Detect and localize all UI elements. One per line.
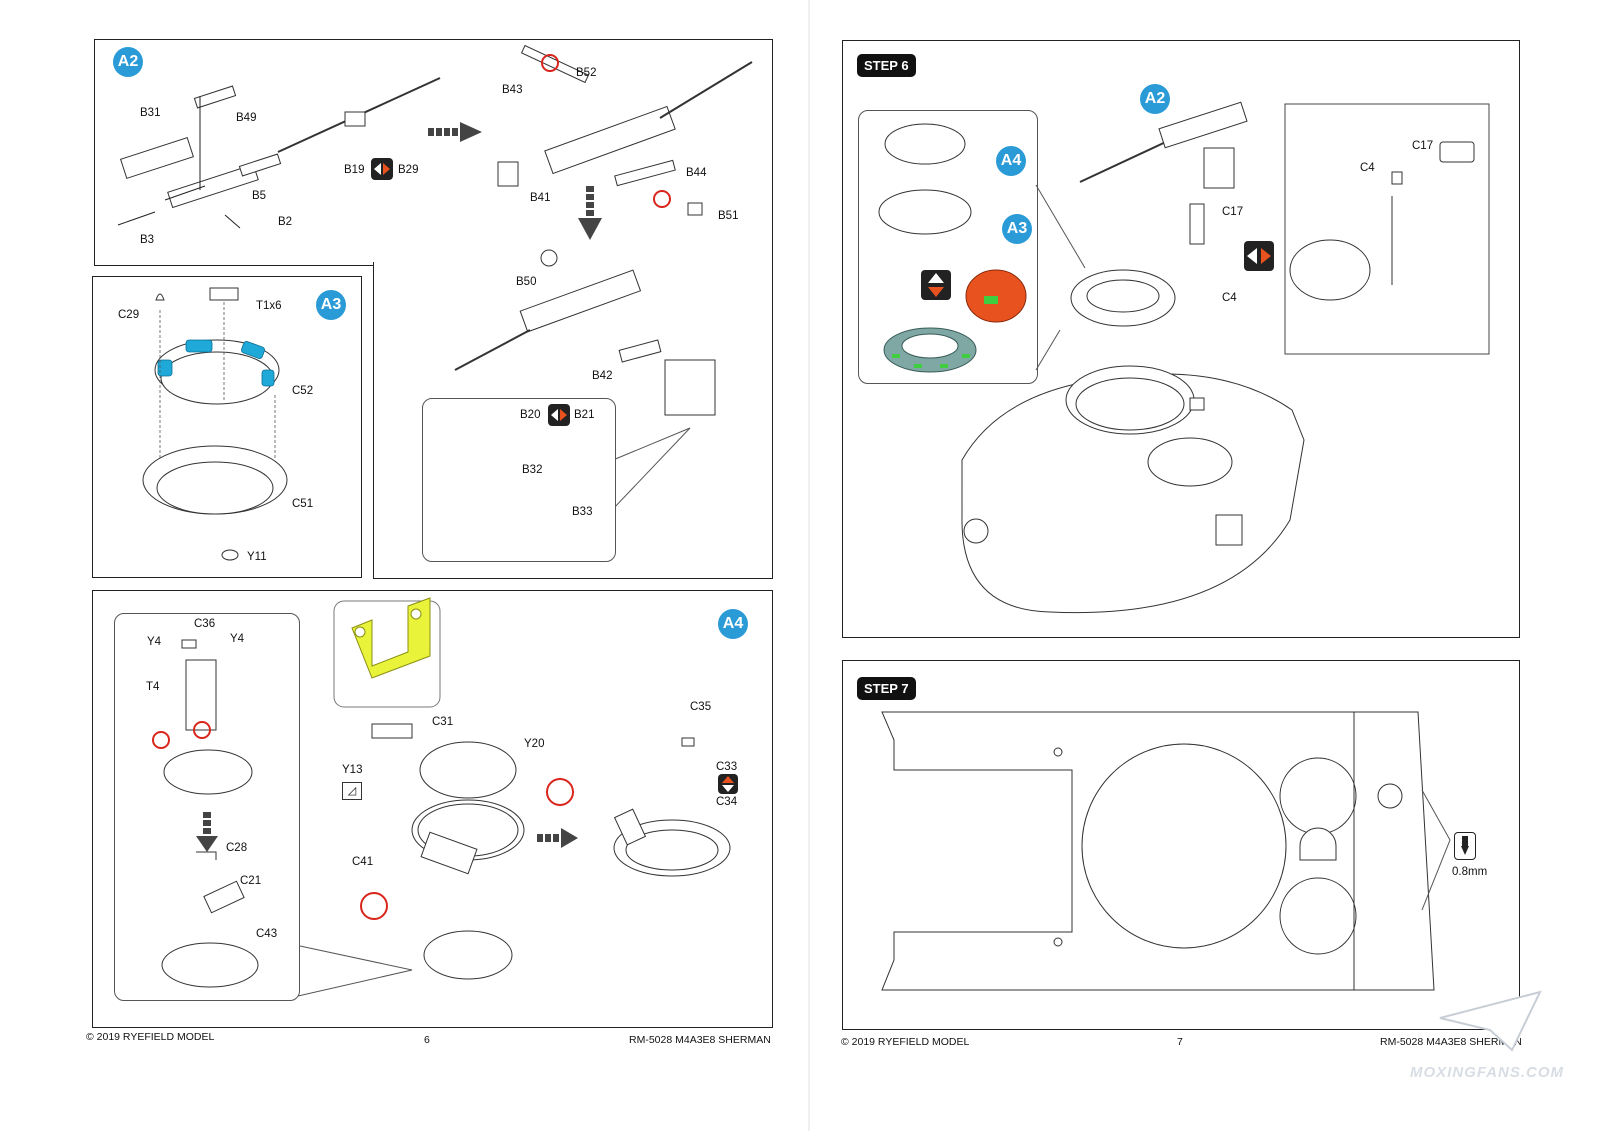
label-b29: B29 <box>398 164 419 176</box>
label-b51: B51 <box>718 210 739 222</box>
swap-arrows-icon <box>371 158 393 180</box>
drill-size: 0.8mm <box>1452 866 1488 878</box>
flip-up-down-icon <box>921 270 951 300</box>
label-c41: C41 <box>352 856 374 868</box>
panel-a3 <box>92 276 362 578</box>
swap-arrows-icon <box>1244 241 1274 271</box>
label-t4: T4 <box>146 681 160 693</box>
badge-a4-step6: A4 <box>996 146 1026 176</box>
label-c43: C43 <box>256 928 278 940</box>
badge-a2-step6: A2 <box>1140 84 1170 114</box>
footer-copyright-7: © 2019 RYEFIELD MODEL <box>841 1036 970 1048</box>
cut-flush-icon: ◿ <box>342 782 362 800</box>
footer-page-6: 6 <box>424 1034 430 1046</box>
label-c17-inset: C17 <box>1412 140 1434 152</box>
footer-product-7: RM-5028 M4A3E8 SHERMAN <box>1380 1036 1522 1048</box>
label-c51: C51 <box>292 498 314 510</box>
label-b20: B20 <box>520 409 541 421</box>
label-b5: B5 <box>252 190 267 202</box>
label-b33: B33 <box>572 506 593 518</box>
label-b52: B52 <box>576 67 597 79</box>
label-t1x6: T1x6 <box>256 300 282 312</box>
panel-a2 <box>94 39 773 266</box>
swap-arrows-icon <box>548 404 570 426</box>
label-c35: C35 <box>690 701 712 713</box>
label-c52: C52 <box>292 385 314 397</box>
label-c34: C34 <box>716 796 738 808</box>
footer-page-7: 7 <box>1177 1036 1183 1048</box>
no-glue-icon <box>541 54 559 72</box>
label-c21: C21 <box>240 875 262 887</box>
badge-a3-step6: A3 <box>1002 214 1032 244</box>
badge-a4: A4 <box>718 609 748 639</box>
label-y11: Y11 <box>247 551 267 563</box>
label-y20: Y20 <box>524 738 545 750</box>
label-c17-main: C17 <box>1222 206 1244 218</box>
no-glue-icon <box>360 892 388 920</box>
label-b42: B42 <box>592 370 613 382</box>
label-b32: B32 <box>522 464 543 476</box>
label-b19: B19 <box>344 164 365 176</box>
label-b41: B41 <box>530 192 551 204</box>
label-b44: B44 <box>686 167 707 179</box>
flip-up-down-icon <box>718 774 738 794</box>
drill-icon <box>1454 832 1476 860</box>
watermark-text: MOXINGFANS.COM <box>1410 1064 1565 1081</box>
label-c4-main: C4 <box>1222 292 1237 304</box>
label-c28: C28 <box>226 842 248 854</box>
no-glue-icon <box>152 731 170 749</box>
badge-a3: A3 <box>316 290 346 320</box>
label-b21: B21 <box>574 409 595 421</box>
label-y13: Y13 <box>342 764 363 776</box>
no-glue-icon <box>653 190 671 208</box>
subpanel-b20-b33 <box>422 398 616 562</box>
label-b2: B2 <box>278 216 293 228</box>
label-c31: C31 <box>432 716 454 728</box>
page-gutter <box>808 0 810 1131</box>
label-b3: B3 <box>140 234 155 246</box>
label-c36: C36 <box>194 618 216 630</box>
label-b43: B43 <box>502 84 523 96</box>
badge-a2: A2 <box>113 47 143 77</box>
label-c4-inset: C4 <box>1360 162 1375 174</box>
no-glue-icon <box>193 721 211 739</box>
label-y4-left: Y4 <box>147 636 162 648</box>
no-glue-icon <box>546 778 574 806</box>
label-b50: B50 <box>516 276 537 288</box>
label-b31: B31 <box>140 107 161 119</box>
footer-product-6: RM-5028 M4A3E8 SHERMAN <box>629 1034 771 1046</box>
footer-copyright-6: © 2019 RYEFIELD MODEL <box>86 1031 215 1043</box>
step7-title: STEP 7 <box>857 677 916 700</box>
label-b49: B49 <box>236 112 257 124</box>
step6-title: STEP 6 <box>857 54 916 77</box>
label-y4-right: Y4 <box>230 633 245 645</box>
label-c33: C33 <box>716 761 738 773</box>
label-c29: C29 <box>118 309 140 321</box>
